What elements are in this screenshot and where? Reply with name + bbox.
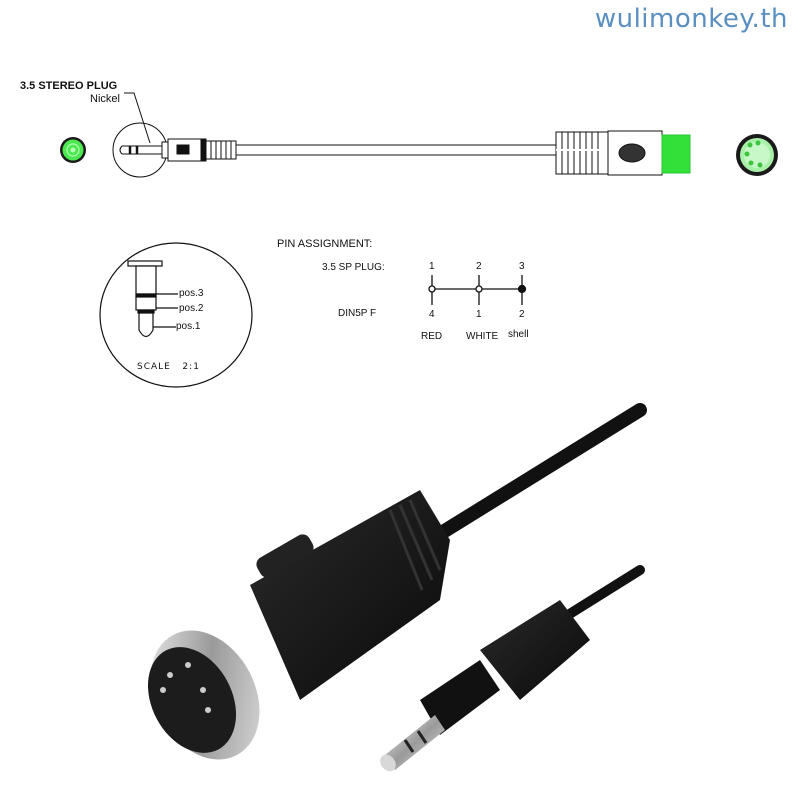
pos2-label: pos.2: [179, 303, 204, 314]
din-connector-drawing: [555, 130, 691, 176]
din-row-label: DIN5P F: [338, 308, 377, 319]
din-pin-1: 1: [476, 309, 482, 320]
pin-assignment-diagram: [428, 275, 527, 305]
stereo-plug-drawing: [119, 138, 237, 162]
plug-end-view-icon: [60, 137, 86, 163]
plug-title-label: 3.5 STEREO PLUG: [20, 80, 118, 92]
din-end-view-icon: [736, 134, 778, 176]
wire-red-label: RED: [421, 331, 443, 342]
wire-shell-label: shell: [508, 329, 529, 340]
din-cable: [423, 403, 647, 547]
din-plug-photo: [147, 490, 450, 760]
plug-row-label: 3.5 SP PLUG:: [322, 262, 385, 273]
din-pin-2: 2: [519, 309, 525, 320]
detail-view-drawing: [99, 242, 253, 388]
wire-white-label: WHITE: [466, 331, 499, 342]
scale-label: SCALE 2:1: [137, 362, 200, 372]
watermark-text: wulimonkey.th: [594, 4, 788, 34]
plug-pin-3: 3: [519, 261, 525, 272]
jack-cable: [555, 565, 645, 625]
plug-pin-1: 1: [429, 261, 435, 272]
pos3-label: pos.3: [179, 288, 204, 299]
plug-material-label: Nickel: [90, 93, 120, 105]
pos1-label: pos.1: [176, 321, 201, 332]
plug-pin-2: 2: [476, 261, 482, 272]
din-pin-4: 4: [429, 309, 435, 320]
stereo-jack-photo: [380, 600, 590, 772]
pin-assignment-title: PIN ASSIGNMENT:: [277, 238, 373, 250]
